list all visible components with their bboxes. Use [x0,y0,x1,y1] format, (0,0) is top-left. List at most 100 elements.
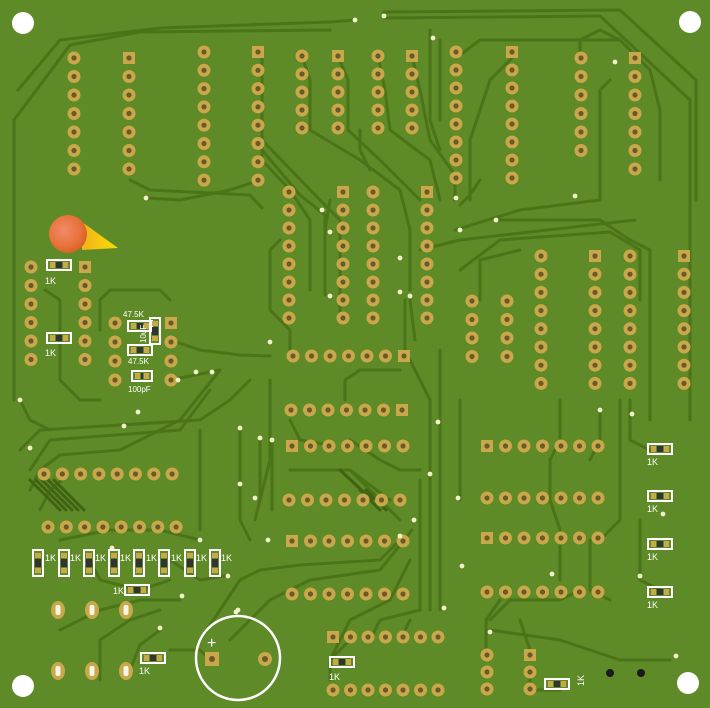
via [455,495,461,501]
resistor-label: 1K [45,348,56,358]
mounting-holes [12,11,701,697]
resistor-1k [184,549,196,577]
header-pin [465,313,479,326]
header-pin [151,520,165,534]
via [225,573,231,579]
resistor-label: 1K [171,553,182,563]
via [427,471,433,477]
ic-pin [336,293,350,307]
header-pin [574,125,588,139]
ic-pin [108,354,122,368]
ic-pin [359,534,373,548]
via [430,35,436,41]
ic-pin [371,103,385,117]
header-pin [379,683,392,697]
ic-pin [677,304,691,318]
ic-pin [282,185,296,199]
header-pin [523,682,537,696]
resistor-label: 1K [576,675,586,686]
ic-pin [588,322,602,336]
header-pin [574,88,588,102]
header-pin [480,682,494,696]
via [257,435,263,441]
resistor-1k [647,443,673,455]
ic-pin [295,49,309,63]
header-pin [574,70,588,83]
ic-pin [108,316,122,330]
mounting-hole-top-right [679,11,701,33]
ic-pin [336,257,350,271]
resistor-label: 1K [70,553,81,563]
ic-pin [282,221,296,235]
resistor-1k [158,549,170,577]
ic-pin [406,50,418,62]
ic-pin [379,349,392,363]
ic-pin [499,531,512,545]
via [319,207,325,213]
ic-pin [286,349,300,363]
ic-pin [282,257,296,271]
header-pin [41,520,55,534]
resistor-label: 1K [146,553,157,563]
ic-pin [536,585,549,599]
header-pin [500,331,514,345]
header-pin [59,520,73,534]
ic-pin [197,173,211,187]
ic-pin [295,85,309,99]
ic-pin [534,376,548,390]
ic-pin [449,153,463,167]
header-pin [628,70,642,83]
header-pin [500,350,514,363]
ic-pin [378,587,391,601]
header-pin [78,316,92,329]
ic-pin [517,439,531,453]
resistor-label: 1K [647,457,658,467]
header-pin [122,162,136,176]
ic-pin [322,534,336,548]
ic-pin [591,585,605,599]
header-pin [78,297,92,311]
header-pin [74,467,88,481]
ic-pin [251,173,265,187]
via [441,605,447,611]
via [27,445,33,451]
header-pin [165,467,179,481]
ic-pin [282,311,296,325]
ic-pin [481,440,493,452]
header-pin [79,261,91,273]
via-hole-black [637,669,645,677]
ic-pin [678,250,690,262]
resistor-label: 1K [120,553,131,563]
header-pin [361,683,375,697]
header-pin [628,88,642,102]
ic-pin [336,221,350,235]
header-pin [361,630,375,644]
via [17,397,23,403]
via [269,437,275,443]
ic-pin [534,340,548,354]
via [193,369,199,375]
via [549,571,555,577]
ic-pin [573,439,586,453]
header-pin [396,630,410,644]
via [435,419,441,425]
mounting-hole-bottom-left [12,675,34,697]
ic-pin [588,304,602,318]
ic-pin [377,403,390,417]
ic-pin [405,103,419,117]
power-pad [85,601,99,619]
mounting-hole-top-left [12,12,34,34]
ic-pin [322,439,336,453]
header-pin [480,648,494,662]
ic-pin [396,439,410,453]
ic-pin [393,493,407,507]
ic-pin [295,121,309,135]
via [197,537,203,543]
resistor-1k [32,549,44,577]
ic-pin [623,285,637,299]
ic-pin [251,63,265,77]
header-pin [169,520,183,534]
resistor-1k [647,490,673,502]
